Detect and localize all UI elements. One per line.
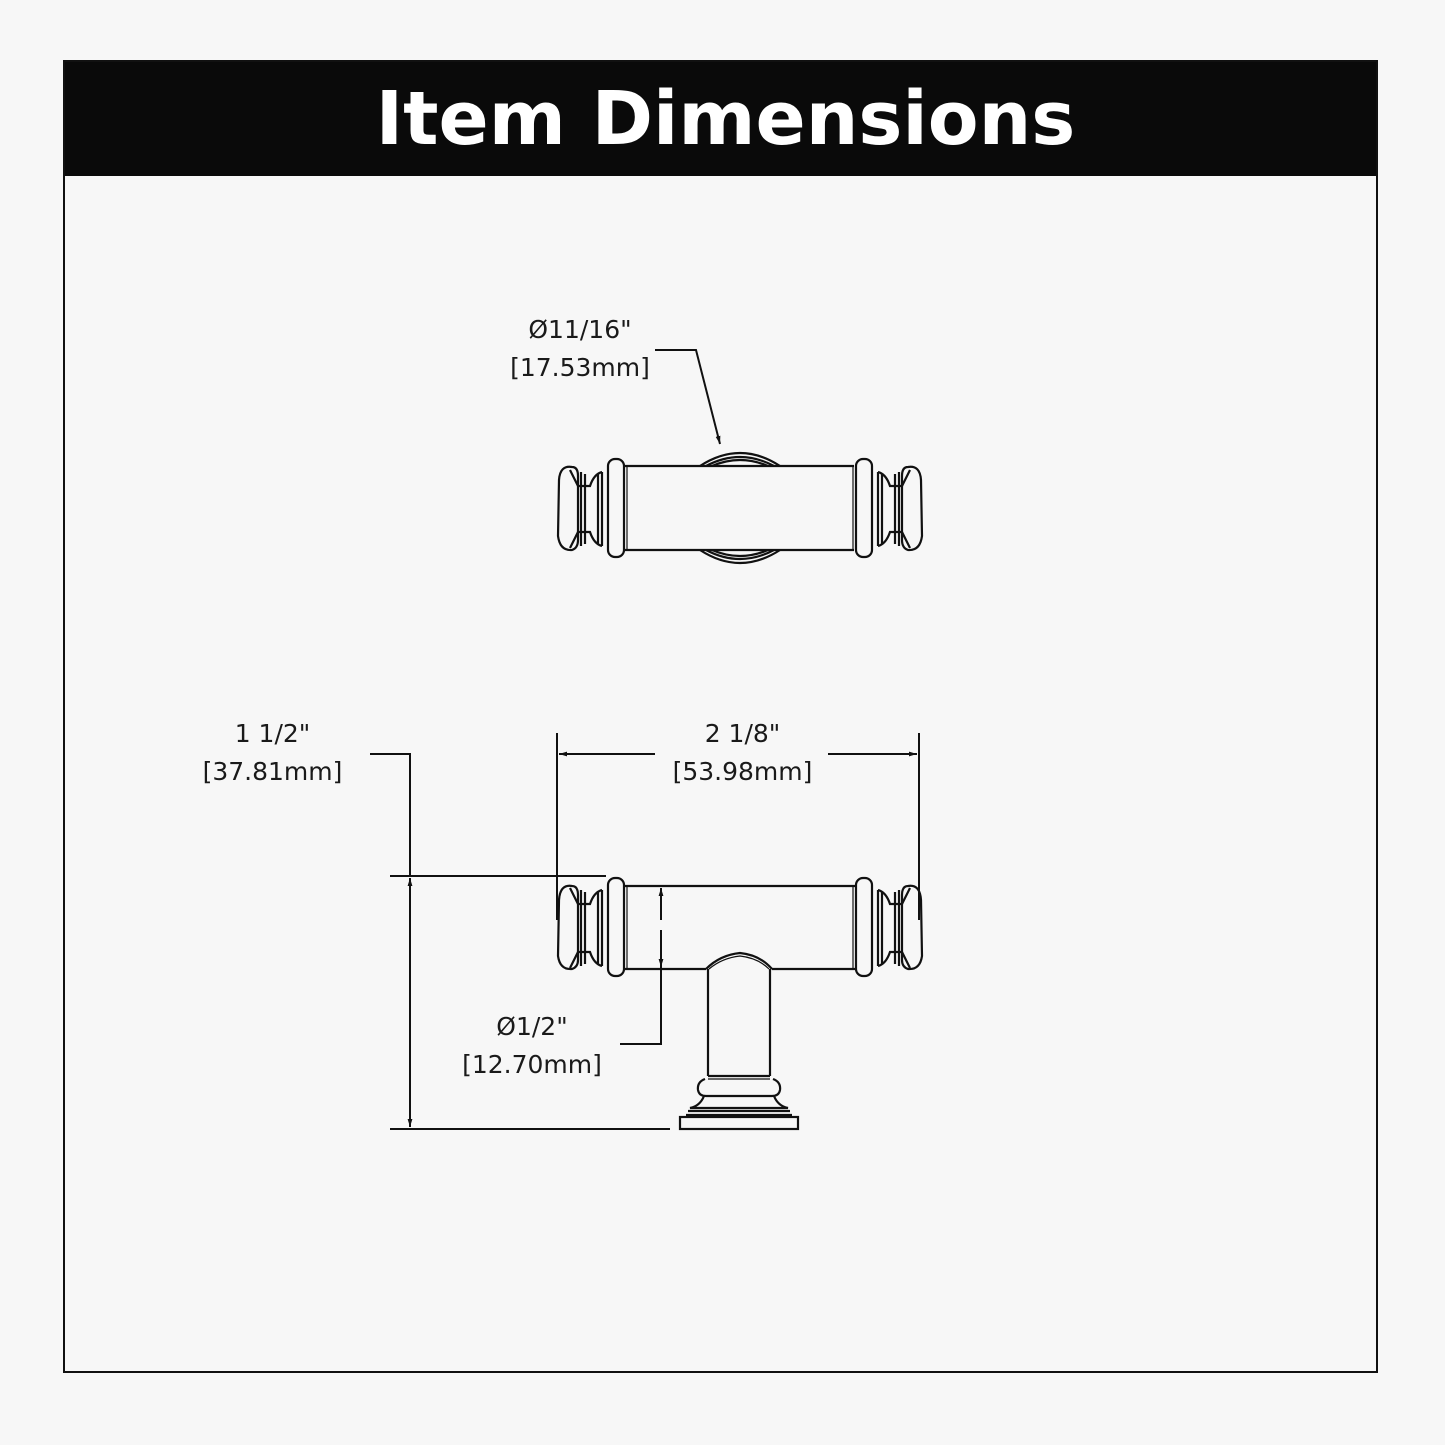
diagram-frame: Item Dimensions <box>63 60 1378 1373</box>
width-imperial: 2 1/8" <box>704 719 781 748</box>
top-view-knob <box>556 451 924 565</box>
width-metric: [53.98mm] <box>672 757 813 786</box>
bar-diameter-label: Ø1/2" [12.70mm] <box>452 1008 612 1084</box>
height-dimension <box>370 753 670 1130</box>
top-diameter-metric: [17.53mm] <box>510 353 650 382</box>
height-label: 1 1/2" [37.81mm] <box>190 715 355 791</box>
height-imperial: 1 1/2" <box>234 719 311 748</box>
bar-diameter-metric: [12.70mm] <box>462 1050 602 1079</box>
top-diameter-leader <box>655 349 721 445</box>
header-bar: Item Dimensions <box>65 62 1376 176</box>
top-diameter-imperial: Ø11/16" <box>528 315 632 344</box>
page-title: Item Dimensions <box>375 76 1076 162</box>
height-metric: [37.81mm] <box>202 757 343 786</box>
top-diameter-label: Ø11/16" [17.53mm] <box>500 311 660 387</box>
width-label: 2 1/8" [53.98mm] <box>660 715 825 791</box>
bar-diameter-imperial: Ø1/2" <box>496 1012 568 1041</box>
front-view-knob <box>556 876 924 1131</box>
width-dimension <box>556 733 920 920</box>
bar-diameter-dimension <box>620 888 664 1045</box>
